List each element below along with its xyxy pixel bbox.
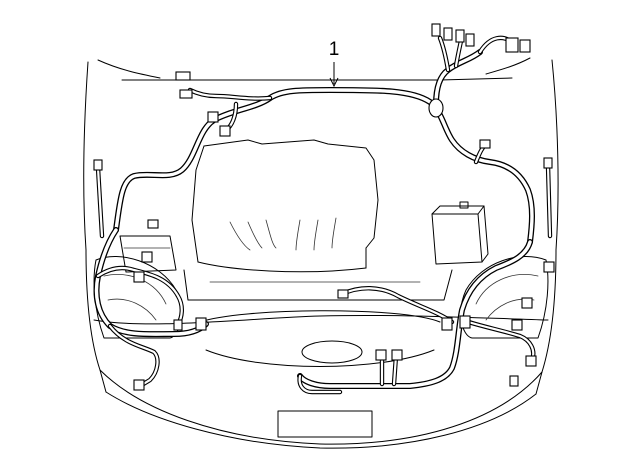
connector <box>455 29 465 43</box>
connector <box>441 317 453 331</box>
connector <box>337 289 349 299</box>
connector <box>505 37 519 53</box>
harness-grommet <box>428 98 444 118</box>
connector <box>543 157 553 169</box>
connector <box>195 317 207 331</box>
connector <box>207 111 219 123</box>
connector <box>391 349 403 361</box>
battery <box>431 201 489 265</box>
harness-connectors <box>93 23 555 391</box>
connector <box>147 219 159 229</box>
connector <box>479 139 491 149</box>
vehicle-body-outline <box>83 57 559 449</box>
engine-wiring-harness <box>93 33 553 395</box>
emblem-icon <box>301 340 363 364</box>
connector <box>93 159 103 171</box>
left-reservoir <box>119 235 177 273</box>
connector <box>133 271 145 283</box>
connector <box>179 89 193 99</box>
connector <box>141 251 153 263</box>
connector <box>173 319 183 331</box>
callout-leader <box>329 62 339 88</box>
connector <box>443 27 453 41</box>
connector <box>175 71 191 81</box>
connector <box>465 33 475 47</box>
engine-cover <box>183 139 453 301</box>
callout-label: 1 <box>328 39 340 60</box>
connector <box>525 355 537 367</box>
connector <box>509 375 519 387</box>
connector <box>431 23 441 37</box>
connector <box>521 297 533 309</box>
connector <box>519 39 531 53</box>
connector <box>459 315 471 329</box>
connector <box>511 319 523 331</box>
connector <box>375 349 387 361</box>
connector <box>543 261 555 273</box>
license-plate <box>277 410 373 438</box>
connector <box>219 125 231 137</box>
connector <box>133 379 145 391</box>
